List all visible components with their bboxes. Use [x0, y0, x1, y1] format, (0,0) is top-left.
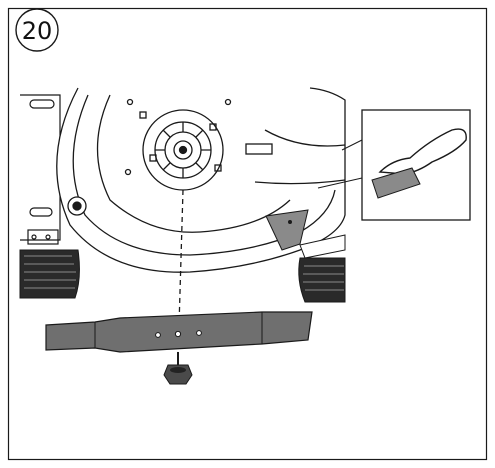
brush-callout: [317, 109, 471, 221]
chassis-left: [20, 94, 61, 245]
brush-icon: [371, 128, 467, 199]
bolt-icon: [163, 352, 193, 385]
assembly-axis: [177, 189, 184, 361]
deck-bracket: [265, 209, 346, 259]
step-number: 20: [22, 17, 53, 45]
blade-icon: [45, 311, 313, 353]
diagram-border: [7, 7, 488, 461]
right-wheel-icon: [298, 257, 346, 303]
step-badge: 20: [15, 8, 59, 52]
left-wheel-icon: [19, 249, 80, 299]
mower-deck-icon: [56, 87, 346, 273]
